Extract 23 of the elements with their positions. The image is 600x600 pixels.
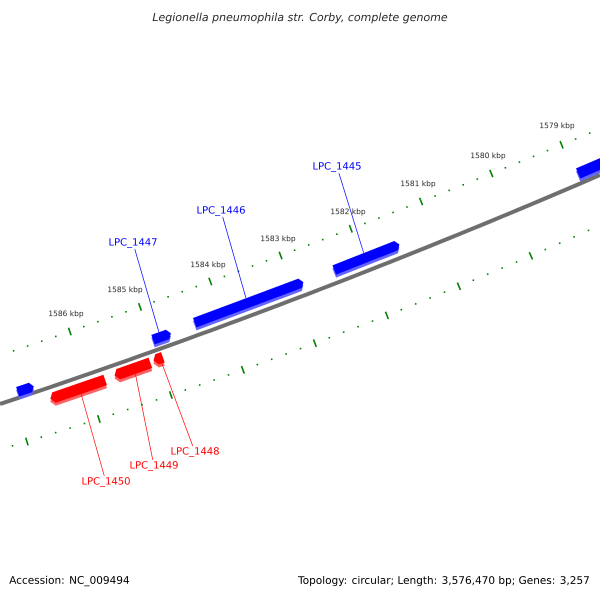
footer-text: Topology: circular; Length: 3,576,470 bp; Genes: 3,257 <box>298 576 589 586</box>
gene-feature <box>50 374 107 406</box>
gene-feature <box>153 352 165 368</box>
leader-line <box>162 363 194 446</box>
leader-line <box>135 374 154 460</box>
gene-feature <box>151 330 171 348</box>
gene-feature <box>114 358 152 382</box>
footer-text: Accession: NC_009494 <box>9 576 130 586</box>
gene-label: LPC_1446 <box>197 206 245 216</box>
gene-label: LPC_1449 <box>130 461 178 471</box>
gene-label: LPC_1450 <box>82 477 130 487</box>
leader-line <box>222 216 246 298</box>
gene-label: LPC_1445 <box>313 162 361 172</box>
leader-line <box>80 394 105 476</box>
gene-label: LPC_1447 <box>109 238 157 248</box>
gene-feature <box>576 156 600 182</box>
gene-label: LPC_1448 <box>171 447 219 457</box>
leader-line <box>134 248 160 332</box>
gene-feature <box>16 382 34 400</box>
gene-feature <box>192 278 304 330</box>
title: Legionella pneumophila str. Corby, complete genome <box>152 12 448 24</box>
leader-line <box>338 172 364 254</box>
gene-feature <box>332 240 400 278</box>
